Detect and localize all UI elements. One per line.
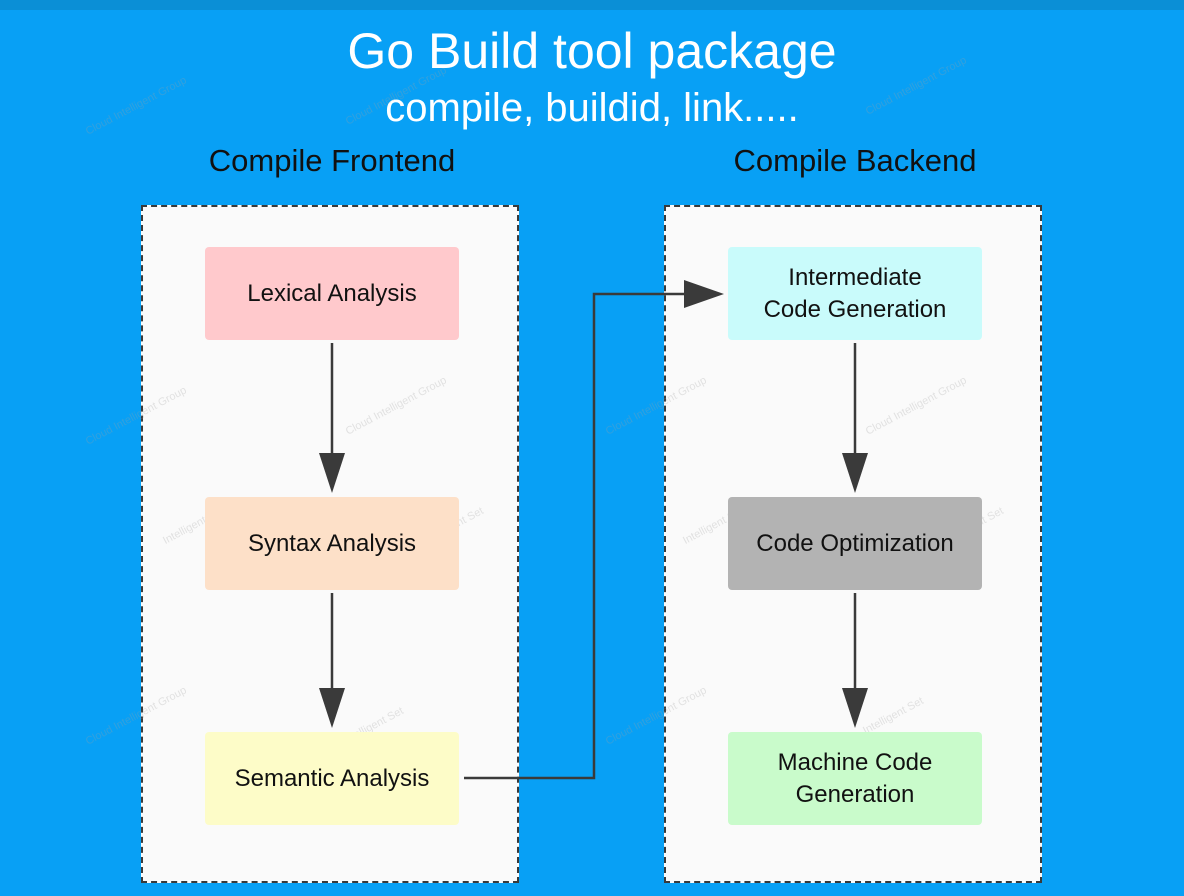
arrow-semantic-to-intermediate — [464, 292, 690, 780]
arrowhead — [842, 688, 868, 728]
node-machine-code-generation: Machine Code Generation — [728, 732, 982, 825]
node-lexical-analysis: Lexical Analysis — [205, 247, 459, 340]
frontend-label: Compile Frontend — [208, 143, 456, 178]
diagram-title: Go Build tool package — [347, 23, 837, 79]
node-syntax-analysis: Syntax Analysis — [205, 497, 459, 590]
arrowhead — [319, 453, 345, 493]
arrowhead — [842, 453, 868, 493]
backend-label: Compile Backend — [733, 143, 977, 178]
node-semantic-analysis: Semantic Analysis — [205, 732, 459, 825]
arrowhead — [684, 280, 724, 308]
node-code-optimization: Code Optimization — [728, 497, 982, 590]
arrowhead — [319, 688, 345, 728]
top-border — [0, 0, 1184, 10]
diagram-subtitle: compile, buildid, link..... — [385, 86, 799, 130]
node-intermediate-code-generation: Intermediate Code Generation — [728, 247, 982, 340]
